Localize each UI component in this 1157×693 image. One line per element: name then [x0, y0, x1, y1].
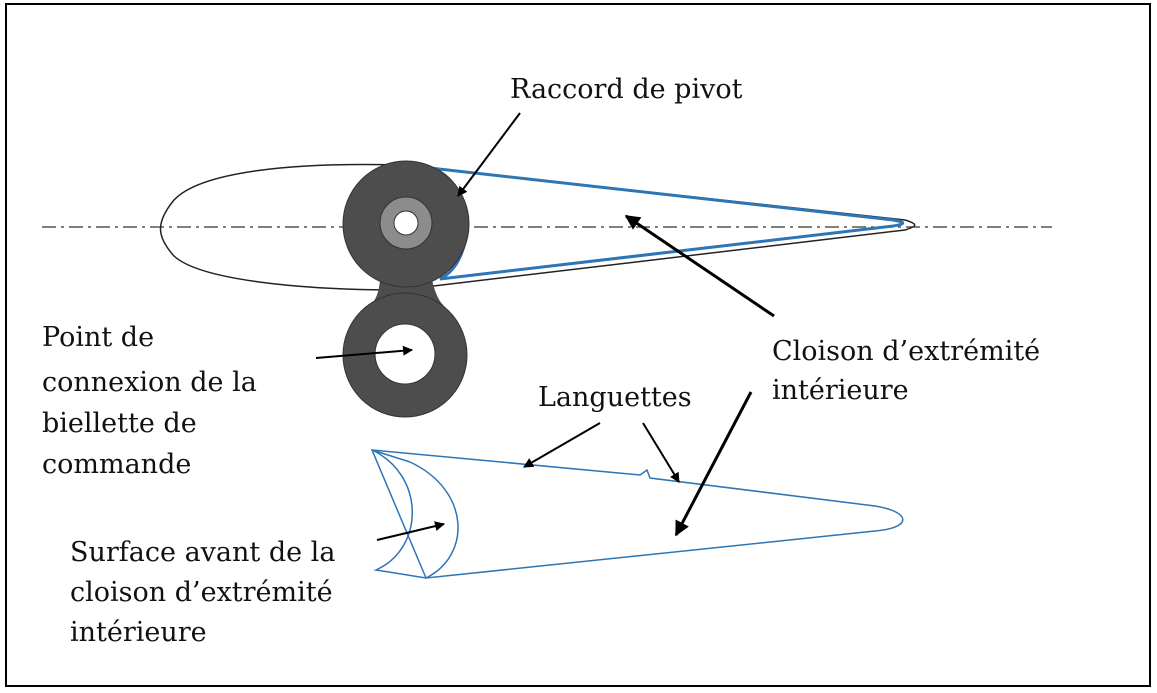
bulkhead-front-edge	[371, 449, 411, 463]
arrow-tab-right	[642, 422, 680, 483]
inboard-end-bulkhead-detail	[370, 449, 904, 579]
arrow-control-rod-connection	[315, 345, 413, 359]
label-tabs: Languettes	[538, 382, 692, 413]
label-pivot-fitting: Raccord de pivot	[510, 74, 743, 105]
label-bulkhead-front-surface: Surface avant de la cloison d’extrémité …	[70, 537, 344, 648]
arrow-pivot-fitting	[457, 112, 521, 197]
bulkhead-outline	[370, 449, 904, 579]
bulkhead-front-surface-inner	[409, 461, 459, 579]
arrow-bulkhead-detail	[674, 391, 753, 537]
bulkhead-front-surface-outer	[371, 449, 427, 579]
control-rod-hole	[374, 323, 436, 385]
arrow-bulkhead-front-surface	[376, 521, 445, 541]
figure-frame	[5, 3, 1151, 687]
label-control-rod-connection: Point de connexion de la biellette de co…	[42, 322, 265, 480]
pivot-bore	[393, 210, 419, 236]
inboard-end-bulkhead-installed	[429, 166, 905, 281]
arrow-bulkhead-installed	[624, 214, 775, 318]
airfoil-outline	[159, 163, 916, 291]
pivot-fitting	[342, 160, 470, 418]
arrow-tab-left	[523, 422, 601, 468]
label-inboard-end-bulkhead: Cloison d’extrémité intérieure	[772, 336, 1049, 406]
